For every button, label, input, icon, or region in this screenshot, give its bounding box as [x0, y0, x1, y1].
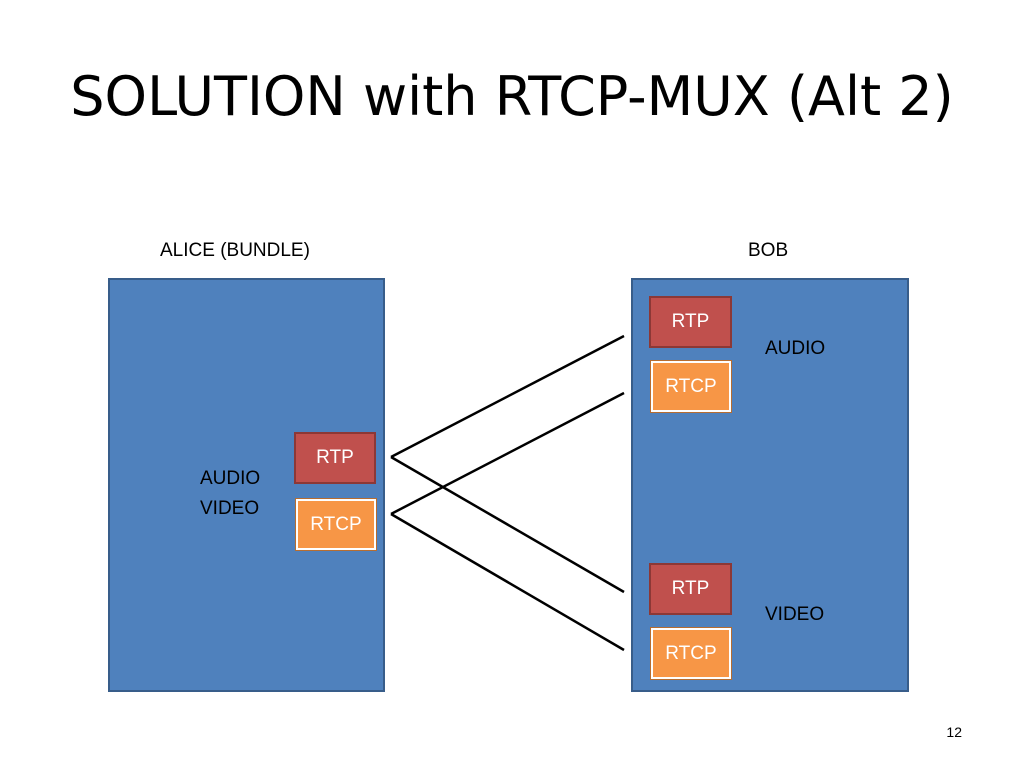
alice-video-label: VIDEO	[200, 498, 260, 519]
bob-video-rtcp-box: RTCP	[651, 628, 731, 679]
slide-title: SOLUTION with RTCP-MUX (Alt 2)	[70, 65, 954, 128]
alice-rtp-box: RTP	[294, 432, 376, 484]
line-alice-rtp-to-bob-audio-rtp	[390, 334, 625, 459]
alice-rtcp-box: RTCP	[296, 499, 376, 550]
line-alice-rtcp-to-bob-audio-rtcp	[390, 391, 625, 516]
bob-audio-rtcp-box: RTCP	[651, 361, 731, 412]
bob-panel: RTP RTCP AUDIO RTP RTCP VIDEO	[631, 278, 909, 692]
bob-video-label: VIDEO	[765, 604, 825, 625]
line-alice-rtp-to-bob-video-rtp	[390, 455, 625, 594]
line-alice-rtcp-to-bob-video-rtcp	[390, 512, 625, 652]
page-number: 12	[946, 724, 962, 740]
bob-audio-label: AUDIO	[765, 338, 826, 359]
alice-panel: AUDIO VIDEO RTP RTCP	[108, 278, 385, 692]
alice-audio-label: AUDIO	[200, 468, 261, 489]
bob-video-rtp-box: RTP	[649, 563, 732, 615]
bob-heading: BOB	[748, 240, 789, 261]
alice-heading: ALICE (BUNDLE)	[160, 240, 310, 261]
bob-audio-rtp-box: RTP	[649, 296, 732, 348]
alice-media-labels: AUDIO VIDEO	[200, 464, 260, 524]
